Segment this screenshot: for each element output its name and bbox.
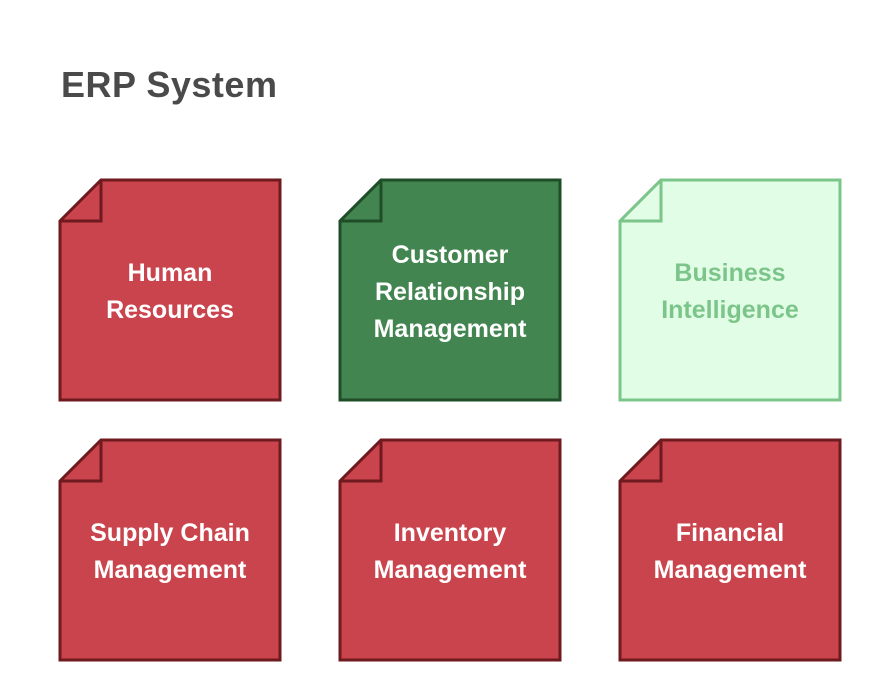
note-fold-corner	[620, 180, 663, 223]
module-card: Supply Chain Management	[58, 438, 282, 662]
note-body	[618, 178, 842, 402]
module-label: Inventory Management	[373, 519, 527, 584]
module-card: Financial Management	[618, 438, 842, 662]
note-fold-corner	[60, 440, 103, 483]
note-shape	[58, 178, 282, 402]
note-shape	[338, 438, 562, 662]
note-body	[618, 438, 842, 662]
note-shape	[58, 438, 282, 662]
note-shape	[618, 438, 842, 662]
note-fold-corner	[60, 180, 103, 223]
note-fold-corner	[340, 180, 383, 223]
note-body	[338, 178, 562, 402]
note-fold-corner	[340, 440, 383, 483]
note-body	[338, 438, 562, 662]
module-card: Human Resources	[58, 178, 282, 402]
module-label: Business Intelligence	[661, 259, 799, 324]
note-fold-corner	[620, 440, 663, 483]
module-card: Customer Relationship Management	[338, 178, 562, 402]
note-shape	[618, 178, 842, 402]
module-label: Supply Chain Management	[90, 519, 250, 584]
module-card: Business Intelligence	[618, 178, 842, 402]
note-shape	[338, 178, 562, 402]
module-label: Customer Relationship Management	[373, 240, 527, 343]
module-label: Human Resources	[106, 259, 234, 324]
diagram-title: ERP System	[61, 64, 278, 105]
module-card: Inventory Management	[338, 438, 562, 662]
note-body	[58, 438, 282, 662]
note-body	[58, 178, 282, 402]
module-label: Financial Management	[653, 519, 807, 584]
